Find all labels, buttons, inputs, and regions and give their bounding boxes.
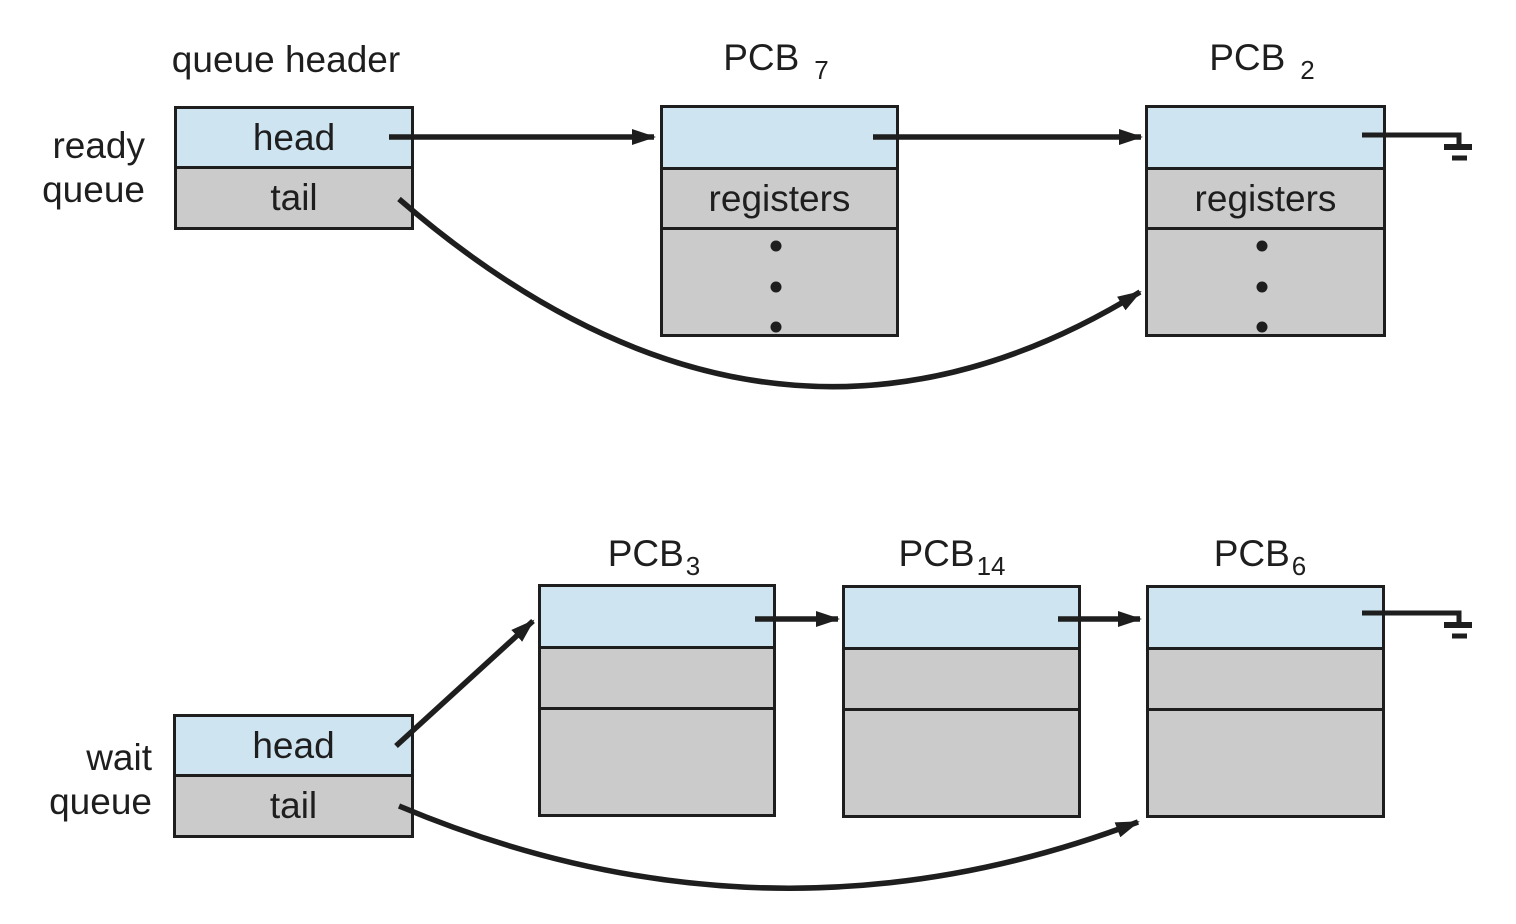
ready-tail-cell: tail [177,166,411,227]
pcb7-more-fields-cell [663,227,896,334]
pcb3-box [538,584,776,817]
pcb6-link-cell [1149,588,1382,647]
ready-head-cell: head [177,109,411,166]
pcb3-data-cell-1 [541,646,773,707]
pcb2-link-cell [1148,108,1383,167]
pcb14-label: PCB14 [852,532,1052,581]
pcb7-box: registers [660,105,899,337]
pcb2-registers-text: registers [1194,177,1337,219]
pcb14-link-cell [845,588,1078,647]
pcb2-box: registers [1145,105,1386,337]
pcb14-data-cell-2 [845,708,1078,815]
wait-queue-label: wait queue [20,736,152,824]
pcb3-data-cell-2 [541,707,773,814]
arrow-wait-head-to-pcb3 [394,618,535,749]
pcb7-registers-text: registers [708,177,851,219]
pcb7-label-name: PCB [723,37,800,78]
ready-queue-label-line2: queue [42,169,145,210]
pcb3-label-name: PCB [607,533,684,574]
ready-queue-header-box: head tail [174,106,414,230]
pcb2-label-subscript: 2 [1300,55,1315,85]
wait-queue-header-box: head tail [173,714,414,838]
wait-queue-label-line1: wait [86,737,152,778]
pcb3-label-subscript: 3 [685,551,701,581]
pcb7-link-cell [663,108,896,167]
wait-head-text: head [252,724,335,766]
pcb6-label-subscript: 6 [1291,551,1307,581]
pcb6-label-name: PCB [1213,533,1290,574]
pcb6-label: PCB6 [1160,532,1360,581]
pcb6-data-cell-2 [1149,708,1382,815]
pcb7-label-subscript: 7 [814,55,829,85]
arrow-wait-tail-to-pcb6 [397,803,1140,891]
pcb6-data-cell-1 [1149,647,1382,708]
wait-tail-cell: tail [176,774,411,835]
pcb2-more-fields-cell [1148,227,1383,334]
pcb2-label: PCB 2 [1162,36,1362,85]
pcb7-label: PCB 7 [676,36,876,85]
pcb2-registers-cell: registers [1148,167,1383,227]
pcb2-label-name: PCB [1209,37,1286,78]
pcb14-box [842,585,1081,818]
ready-tail-text: tail [270,177,318,218]
pcb14-data-cell-1 [845,647,1078,708]
queue-header-label: queue header [171,39,401,80]
ready-queue-label: ready queue [20,124,145,212]
pcb14-label-subscript: 14 [976,551,1006,581]
pcb14-label-name: PCB [898,533,975,574]
pcb7-registers-cell: registers [663,167,896,227]
ready-queue-label-line1: ready [52,125,145,166]
ready-head-text: head [252,116,336,158]
pcb3-label: PCB3 [554,532,754,581]
wait-queue-label-line2: queue [49,781,152,822]
wait-head-cell: head [176,717,411,774]
pcb6-box [1146,585,1385,818]
wait-tail-text: tail [269,785,318,826]
pcb3-link-cell [541,587,773,646]
